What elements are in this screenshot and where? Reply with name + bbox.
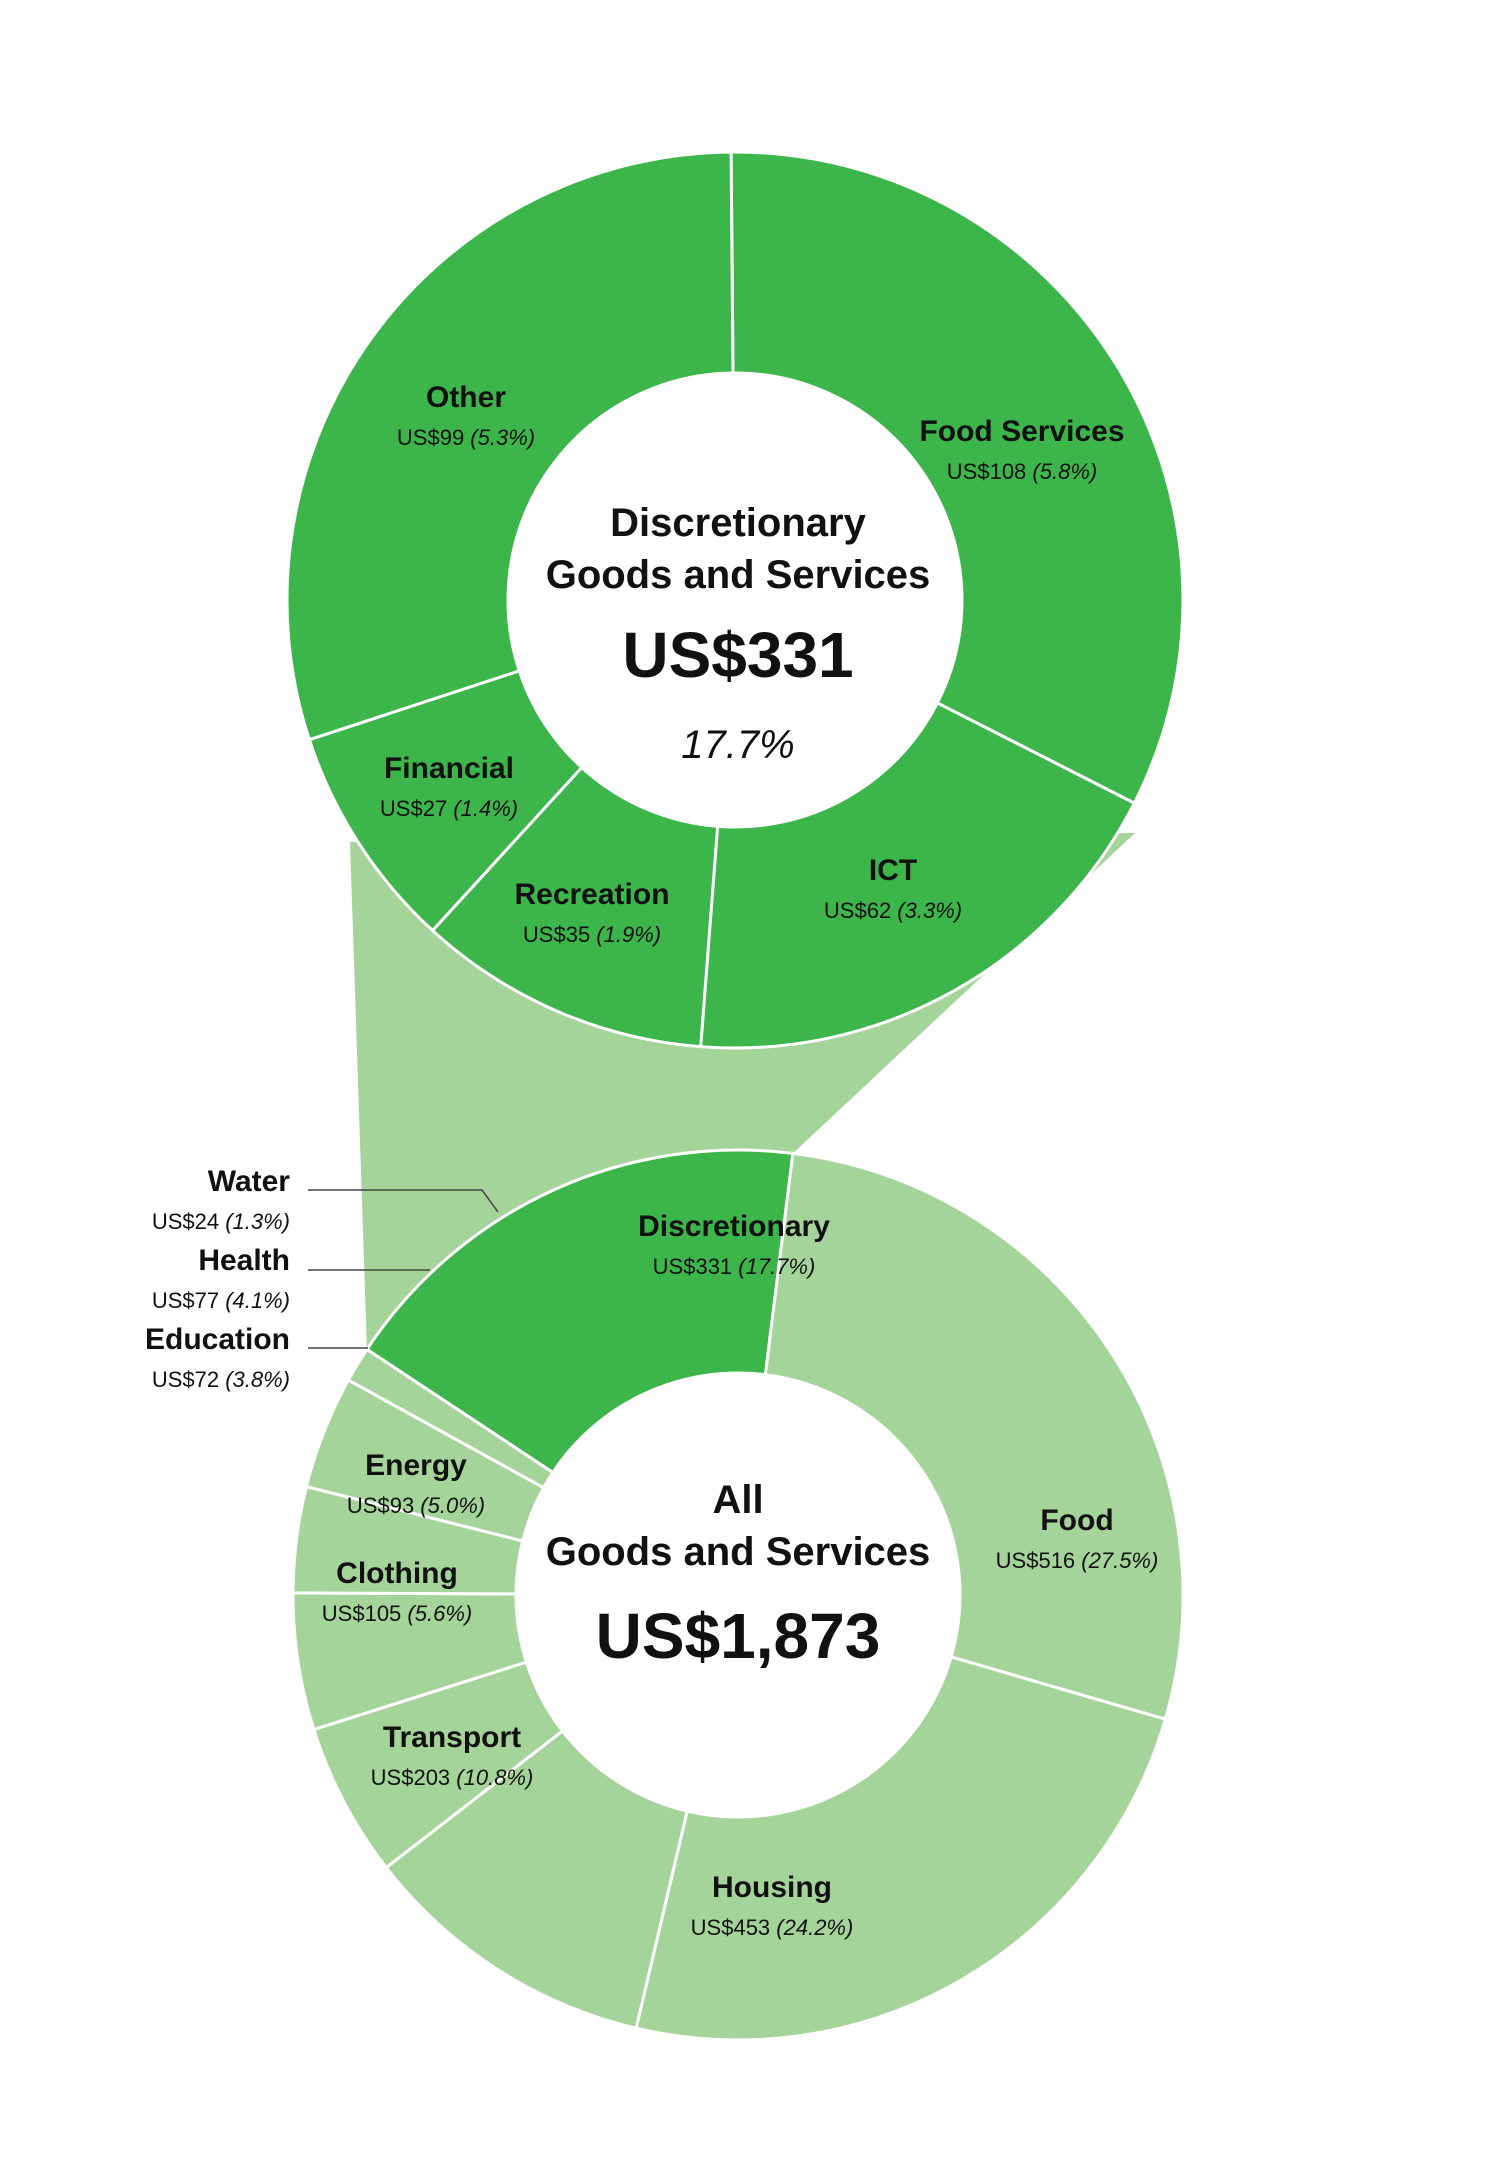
discretionary-value-recreation: US$35 (1.9%) (523, 922, 661, 947)
all-goods-label-energy: Energy (365, 1449, 467, 1482)
discretionary-center-total: US$331 (622, 619, 853, 691)
all-goods-slice-housing (634, 1655, 1167, 2042)
all-goods-slice-water (346, 1347, 555, 1490)
all-goods-value-water: US$24 (1.3%) (152, 1209, 290, 1234)
discretionary-label-ict: ICT (869, 854, 917, 887)
discretionary-slice-ict (699, 701, 1136, 1050)
discretionary-label-other: Other (426, 381, 506, 414)
leader-line-water (308, 1189, 499, 1213)
all-goods-label-food: Food (1040, 1504, 1113, 1537)
discretionary-center-title-line1: Discretionary (610, 501, 866, 545)
all-goods-label-health: Health (198, 1244, 290, 1277)
all-goods-center-title-line1: All (712, 1478, 763, 1522)
all-goods-value-discretionary: US$331 (17.7%) (653, 1254, 816, 1279)
all-goods-slice-transport (384, 1729, 689, 2030)
all-goods-center-title-line2: Goods and Services (546, 1530, 931, 1574)
discretionary-value-other: US$99 (5.3%) (397, 425, 535, 450)
discretionary-label-food-services: Food Services (919, 415, 1124, 448)
all-goods-value-housing: US$453 (24.2%) (691, 1915, 854, 1940)
discretionary-value-financial: US$27 (1.4%) (380, 796, 518, 821)
all-goods-value-health: US$77 (4.1%) (152, 1288, 290, 1313)
discretionary-center-share: 17.7% (681, 723, 794, 767)
all-goods-slice-discretionary (365, 1148, 795, 1474)
all-goods-value-energy: US$93 (5.0%) (347, 1493, 485, 1518)
discretionary-value-ict: US$62 (3.3%) (824, 898, 962, 923)
discretionary-slice-food-services (729, 150, 1185, 805)
all-goods-center-hole (517, 1374, 959, 1816)
discretionary-center-title-line2: Goods and Services (546, 553, 931, 597)
discretionary-slice-other (285, 150, 735, 742)
all-goods-label-transport: Transport (383, 1721, 521, 1754)
discretionary-label-recreation: Recreation (514, 878, 669, 911)
discretionary-value-food-services: US$108 (5.8%) (947, 459, 1097, 484)
all-goods-label-housing: Housing (712, 1871, 832, 1904)
discretionary-label-financial: Financial (384, 752, 514, 785)
all-goods-value-food: US$516 (27.5%) (996, 1548, 1159, 1573)
all-goods-value-education: US$72 (3.8%) (152, 1367, 290, 1392)
all-goods-slice-food (763, 1151, 1185, 1721)
all-goods-label-education: Education (145, 1323, 290, 1356)
all-goods-center-total: US$1,873 (596, 1600, 881, 1672)
all-goods-label-discretionary: Discretionary (638, 1210, 830, 1243)
discretionary-center-hole (509, 374, 961, 826)
all-goods-value-clothing: US$105 (5.6%) (322, 1601, 472, 1626)
all-goods-label-clothing: Clothing (336, 1557, 458, 1590)
all-goods-label-water: Water (208, 1165, 291, 1198)
all-goods-value-transport: US$203 (10.8%) (371, 1765, 534, 1790)
